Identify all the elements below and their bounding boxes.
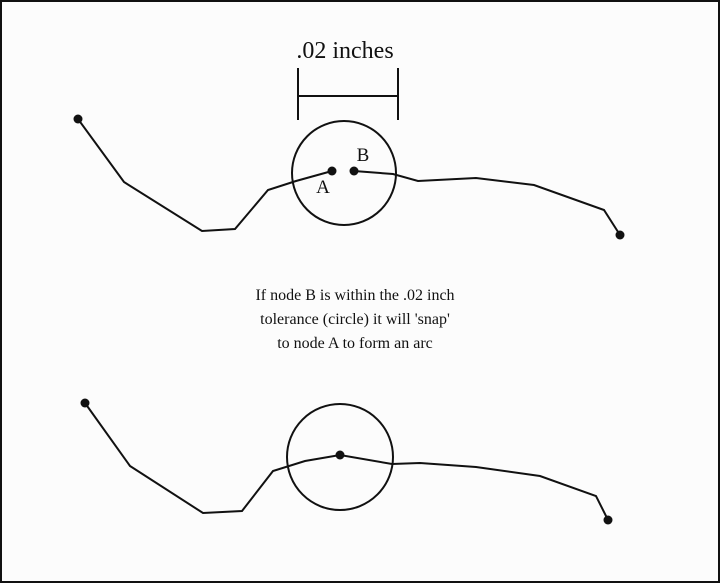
node-a-label: A bbox=[316, 177, 330, 198]
node-b bbox=[349, 166, 359, 176]
snapped-node bbox=[335, 450, 345, 460]
caption: If node B is within the .02 inch toleran… bbox=[170, 284, 540, 356]
endpoint-node-right-bottom bbox=[603, 515, 613, 525]
joined-arc-bottom bbox=[84, 402, 609, 521]
node-b-label: B bbox=[357, 145, 370, 166]
dimension-label: .02 inches bbox=[296, 38, 393, 64]
endpoint-node-left-top bbox=[73, 114, 83, 124]
tolerance-circle-bottom bbox=[286, 403, 394, 511]
endpoint-node-right-top bbox=[615, 230, 625, 240]
right-arc-top bbox=[353, 170, 621, 236]
caption-line-3: to node A to form an arc bbox=[277, 335, 433, 352]
endpoint-node-left-bottom bbox=[80, 398, 90, 408]
tolerance-circle-top bbox=[291, 120, 397, 226]
caption-line-1: If node B is within the .02 inch bbox=[255, 287, 455, 304]
left-arc-top bbox=[77, 118, 333, 233]
node-a bbox=[327, 166, 337, 176]
caption-line-2: tolerance (circle) it will 'snap' bbox=[260, 311, 450, 328]
